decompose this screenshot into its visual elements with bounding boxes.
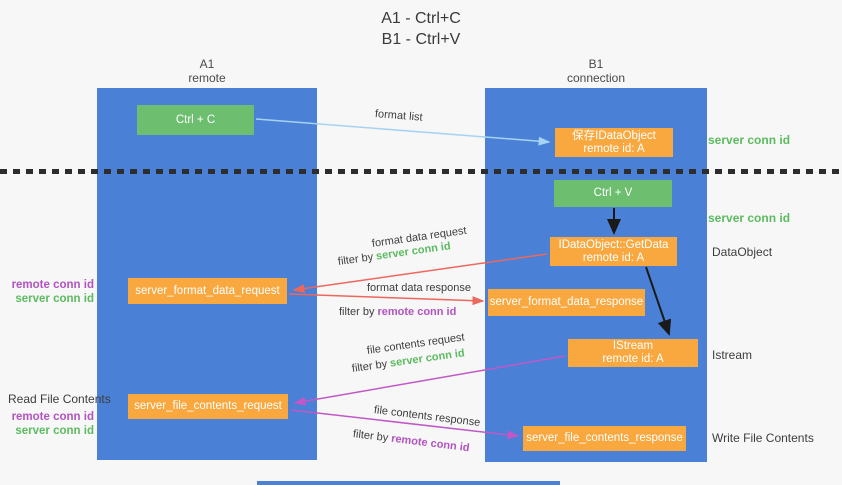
getdata-line1: IDataObject::GetData — [558, 238, 669, 251]
format-list-label: format list — [374, 108, 424, 124]
dotted-separator-line — [0, 169, 842, 174]
file-request-label: server_file_contents_request — [134, 400, 282, 412]
format-data-response-label: format data response — [367, 282, 471, 294]
filter-by-text: filter by — [352, 428, 389, 445]
diagram-title: A1 - Ctrl+C B1 - Ctrl+V — [0, 8, 842, 50]
server-conn-id-label-top: server conn id — [708, 133, 791, 147]
dataobject-label: DataObject — [712, 245, 773, 259]
node-ctrl-c: Ctrl + C — [137, 105, 254, 135]
read-file-contents-label: Read File Contents — [8, 392, 111, 406]
node-server-file-contents-response: server_file_contents_response — [523, 426, 686, 451]
server-conn-id-label: server conn id — [15, 292, 94, 305]
node-server-format-data-response: server_format_data_response — [488, 289, 645, 316]
node-server-file-contents-request: server_file_contents_request — [128, 394, 288, 419]
remote-conn-id-text: remote conn id — [377, 306, 457, 318]
node-server-format-data-request: server_format_data_request — [128, 278, 287, 304]
write-file-contents-label: Write File Contents — [712, 431, 814, 445]
title-line-2: B1 - Ctrl+V — [381, 31, 461, 48]
remote-conn-id-label: remote conn id — [11, 411, 94, 423]
format-request-label: server_format_data_request — [135, 284, 280, 297]
lane-b1-id: B1 — [588, 57, 604, 71]
remote-conn-id-label: remote conn id — [11, 279, 94, 291]
istream-line1: IStream — [612, 340, 654, 352]
remote-conn-id-text: remote conn id — [390, 432, 471, 455]
filter-by-text: filter by — [339, 306, 375, 318]
conn-id-pair-format: remote conn id server conn id — [6, 279, 94, 306]
lane-header-b1: B1 connection — [485, 57, 707, 85]
format-data-response-arrow — [288, 293, 485, 306]
file-response-label: server_file_contents_response — [526, 432, 683, 444]
filter-by-text: filter by — [351, 358, 388, 375]
ctrl-c-label: Ctrl + C — [175, 113, 216, 126]
ctrl-v-label: Ctrl + V — [593, 187, 633, 199]
save-idataobject-line2: remote id: A — [583, 142, 645, 155]
file-contents-response-label: file contents response — [373, 404, 481, 429]
istream-side-label: Istream — [712, 348, 753, 362]
filter-by-text: filter by — [337, 251, 374, 268]
node-istream: IStream remote id: A — [568, 339, 698, 367]
getdata-line2: remote id: A — [582, 251, 645, 264]
lane-header-a1: A1 remote — [97, 57, 317, 85]
server-conn-id-label-mid: server conn id — [708, 211, 791, 225]
server-conn-id-label: server conn id — [15, 424, 94, 437]
node-ctrl-v: Ctrl + V — [554, 180, 672, 207]
conn-id-pair-file: remote conn id server conn id — [6, 411, 94, 438]
format-response-label: server_format_data_response — [489, 296, 644, 308]
lane-b1-name: connection — [566, 71, 626, 85]
node-save-idataobject: 保存IDataObject remote id: A — [555, 128, 673, 157]
istream-line2: remote id: A — [602, 353, 664, 365]
lane-a1-id: A1 — [199, 57, 215, 71]
lane-a1-name: remote — [188, 71, 226, 85]
node-idataobject-getdata: IDataObject::GetData remote id: A — [550, 237, 677, 266]
title-line-1: A1 - Ctrl+C — [381, 10, 461, 27]
save-idataobject-line1: 保存IDataObject — [572, 129, 656, 142]
bottom-blue-strip — [257, 481, 560, 485]
